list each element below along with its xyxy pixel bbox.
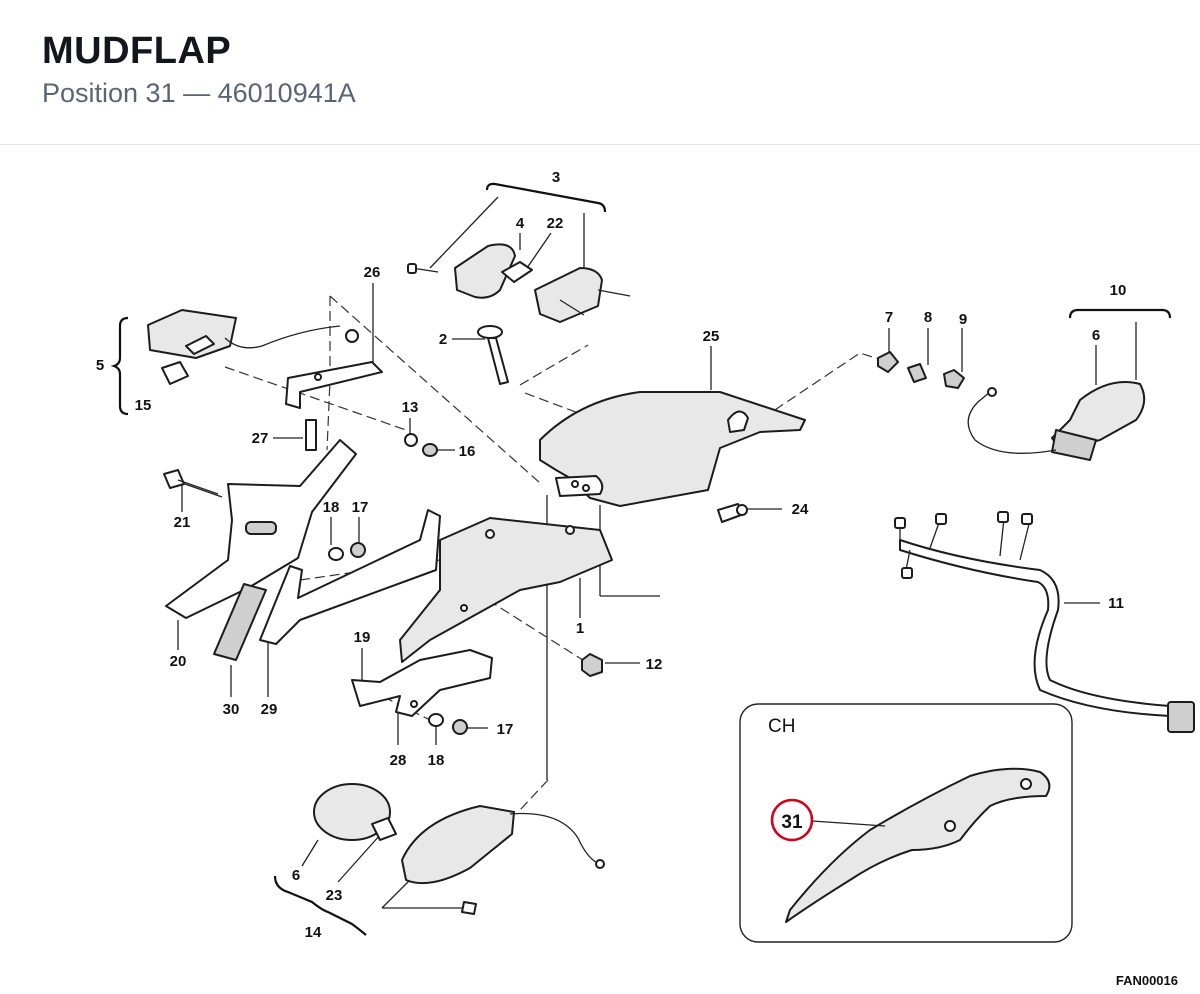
callout-19: 19 <box>354 629 371 646</box>
license-light <box>147 309 359 385</box>
reflector-30 <box>213 583 267 661</box>
turn-signal-right <box>967 381 1146 461</box>
rear-fender-25 <box>539 391 806 507</box>
page-title: MUDFLAP <box>42 30 232 72</box>
callout-26: 26 <box>364 264 381 281</box>
callout-17b: 17 <box>497 721 514 738</box>
group-braces <box>110 182 1172 936</box>
callout-18b: 18 <box>428 752 445 769</box>
subtitle-separator: — <box>175 78 218 108</box>
nut-washer-lower <box>428 713 468 735</box>
position-label: Position 31 <box>42 78 176 108</box>
callout-20: 20 <box>170 653 187 670</box>
callout-6b: 6 <box>292 867 300 884</box>
callout-9: 9 <box>959 311 967 328</box>
callout-2: 2 <box>439 331 447 348</box>
header: MUDFLAP Position 31 — 46010941A <box>0 0 1200 145</box>
callout-24: 24 <box>792 501 809 518</box>
callout-labels: 3 4 22 26 2 25 5 15 13 16 27 21 18 17 20… <box>96 169 1127 941</box>
callout-16: 16 <box>459 443 476 460</box>
bolt-27 <box>305 419 317 451</box>
callout-7: 7 <box>885 309 893 326</box>
turn-signal-left <box>313 783 605 915</box>
callout-18a: 18 <box>323 499 340 516</box>
callout-14: 14 <box>305 924 322 941</box>
bolt-21 <box>163 469 219 495</box>
callout-8: 8 <box>924 309 932 326</box>
part-number: 46010941A <box>217 78 356 108</box>
callout-1: 1 <box>576 620 584 637</box>
inset-panel: CH 31 <box>739 703 1073 943</box>
callout-6a: 6 <box>1092 327 1100 344</box>
callout-17a: 17 <box>352 499 369 516</box>
bolt-24 <box>717 503 748 523</box>
callout-11: 11 <box>1108 595 1124 612</box>
callout-29: 29 <box>261 701 278 718</box>
license-bracket-1 <box>399 517 613 663</box>
callout-13: 13 <box>402 399 419 416</box>
grommet-parts <box>877 351 965 389</box>
callout-27: 27 <box>252 430 269 447</box>
callout-25: 25 <box>703 328 720 345</box>
highlight-circle[interactable] <box>770 798 814 842</box>
inset-region-label: CH <box>768 716 795 737</box>
figure-code: FAN00016 <box>1115 973 1178 988</box>
callout-4: 4 <box>516 215 525 232</box>
callout-28: 28 <box>390 752 407 769</box>
mudflap-part <box>785 767 1051 923</box>
callout-23: 23 <box>326 887 343 904</box>
callout-30: 30 <box>223 701 240 718</box>
page-subtitle: Position 31 — 46010941A <box>42 78 356 109</box>
callout-3: 3 <box>552 169 560 186</box>
x-bracket-20 <box>165 439 357 619</box>
washers-13-16 <box>404 433 438 457</box>
bracket-26 <box>285 361 383 409</box>
callout-10: 10 <box>1110 282 1127 299</box>
callout-5: 5 <box>96 357 104 374</box>
nut-12 <box>581 653 603 677</box>
bracket-19-28 <box>351 649 493 717</box>
callout-22: 22 <box>547 215 564 232</box>
callout-21: 21 <box>174 514 191 531</box>
nut-washer-upper <box>328 542 366 561</box>
screw-2 <box>477 325 509 385</box>
wiring-harness-11 <box>894 511 1195 733</box>
callout-12: 12 <box>646 656 663 673</box>
callout-15: 15 <box>135 397 152 414</box>
highlight-label-31[interactable]: 31 <box>781 812 803 833</box>
bracket-plate-29 <box>259 509 441 645</box>
tail-light-assembly <box>407 243 631 323</box>
